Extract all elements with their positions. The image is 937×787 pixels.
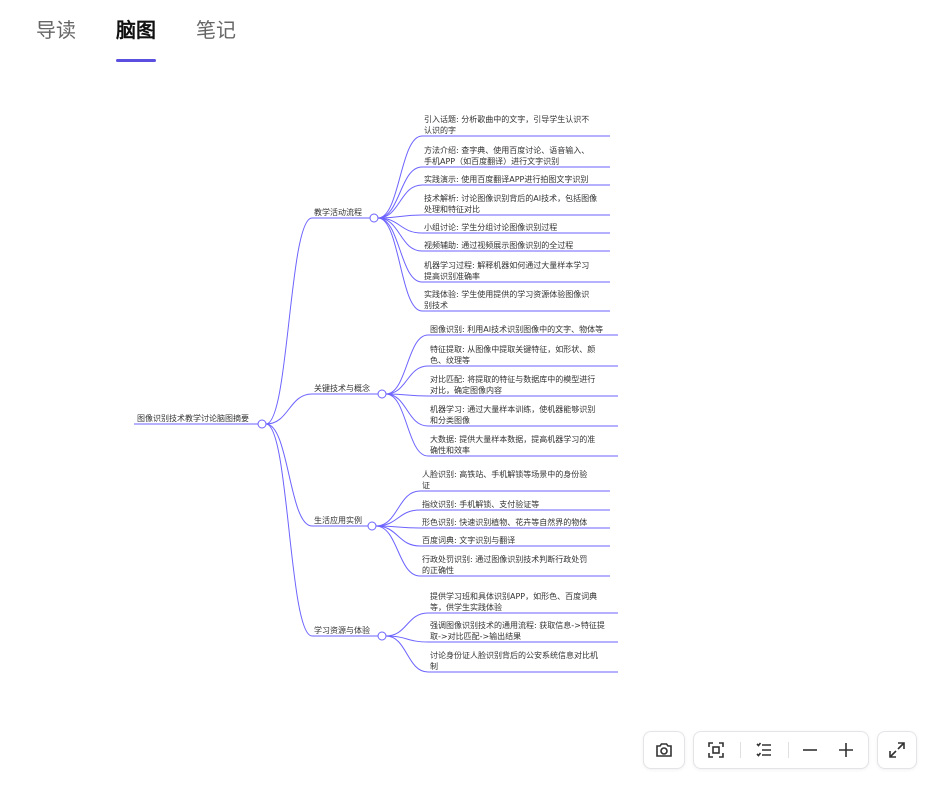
mindmap-branch-node[interactable]: 学习资源与体验 xyxy=(314,625,370,635)
tab-notes[interactable]: 笔记 xyxy=(196,18,236,42)
mindmap-leaf-node[interactable]: 证 xyxy=(422,481,430,490)
mindmap-leaf-node[interactable]: 特征提取: 从图像中提取关键特征，如形状、颜 xyxy=(430,344,595,354)
mindmap-canvas[interactable]: 图像识别技术教学讨论脑图摘要 教学活动流程 引入话题: 分析歌曲中的文字，引导学生认… xyxy=(0,80,937,700)
leaf-edge xyxy=(375,490,421,527)
toolbar-divider xyxy=(740,742,741,758)
leaf-edge xyxy=(377,217,423,312)
mindmap-leaf-node[interactable]: 行政处罚识别: 通过图像识别技术判断行政处罚 xyxy=(422,554,587,564)
zoom-in-icon[interactable] xyxy=(828,732,864,768)
mindmap-leaf-node[interactable]: 实践体验: 学生使用提供的学习资源体验图像识 xyxy=(424,289,589,299)
leaf-edge xyxy=(377,166,423,219)
mindmap-leaf-node[interactable]: 图像识别: 利用AI技术识别图像中的文字、物体等 xyxy=(430,324,603,334)
mindmap-leaf-node[interactable]: 等，供学生实践体验 xyxy=(430,602,502,612)
mindmap-leaf-node[interactable]: 方法介绍: 查字典、使用百度讨论、语音输入、 xyxy=(424,145,589,155)
view-tabs: 导读 脑图 笔记 xyxy=(0,0,937,64)
tab-mindmap[interactable]: 脑图 xyxy=(116,18,156,42)
leaf-edge xyxy=(385,334,429,395)
mindmap-leaf-node[interactable]: 小组讨论: 学生分组讨论图像识别过程 xyxy=(424,222,557,232)
branch-edge xyxy=(265,217,313,425)
mindmap-leaf-node[interactable]: 引入话题: 分析歌曲中的文字，引导学生认识不 xyxy=(424,114,589,124)
mindmap-leaf-node[interactable]: 提高识别准确率 xyxy=(424,271,480,281)
mindmap-branch-node[interactable]: 关键技术与概念 xyxy=(314,383,370,393)
mindmap-leaf-node[interactable]: 的正确性 xyxy=(422,565,454,575)
leaf-edge xyxy=(375,525,421,577)
fullscreen-icon xyxy=(879,732,915,768)
mindmap-leaf-node[interactable]: 制 xyxy=(430,661,438,671)
screenshot-button[interactable] xyxy=(643,731,685,769)
mindmap-branch-node[interactable]: 教学活动流程 xyxy=(314,207,362,217)
mindmap-leaf-node[interactable]: 和分类图像 xyxy=(430,415,470,425)
leaf-edge xyxy=(385,393,429,457)
mindmap-leaf-node[interactable]: 视频辅助: 通过视频展示图像识别的全过程 xyxy=(424,240,573,250)
mindmap-leaf-node[interactable]: 机器学习过程: 解释机器如何通过大量样本学习 xyxy=(424,260,589,270)
mindmap-leaf-node[interactable]: 确性和效率 xyxy=(430,445,470,455)
mindmap-leaf-node[interactable]: 处理和特征对比 xyxy=(424,204,480,214)
mindmap-leaf-node[interactable]: 形色识别: 快速识别植物、花卉等自然界的物体 xyxy=(422,517,587,527)
mindmap-leaf-node[interactable]: 机器学习: 通过大量样本训练，使机器能够识别 xyxy=(430,404,595,414)
mindmap-leaf-node[interactable]: 对比匹配: 将提取的特征与数据库中的模型进行 xyxy=(430,374,595,384)
fullscreen-button[interactable] xyxy=(877,731,917,769)
collapse-toggle[interactable] xyxy=(377,631,387,641)
mindmap-leaf-node[interactable]: 色、纹理等 xyxy=(430,355,470,365)
mindmap-leaf-node[interactable]: 取->对比匹配->输出结果 xyxy=(430,631,521,641)
leaf-edge xyxy=(377,184,423,219)
leaf-edge xyxy=(377,217,423,252)
collapse-toggle[interactable] xyxy=(369,213,379,223)
leaf-edge xyxy=(385,612,429,637)
leaf-edge xyxy=(375,525,421,547)
leaf-edge xyxy=(375,509,421,527)
mindmap-branch-node[interactable]: 生活应用实例 xyxy=(314,515,362,525)
leaf-edge xyxy=(377,135,423,219)
collapse-toggle[interactable] xyxy=(377,389,387,399)
branch-edge xyxy=(265,393,313,425)
mindmap-leaf-node[interactable]: 对比，确定图像内容 xyxy=(430,385,502,395)
leaf-edge xyxy=(385,393,429,397)
branch-edge xyxy=(265,423,313,527)
tab-guide[interactable]: 导读 xyxy=(36,18,76,42)
mindmap-root-node[interactable]: 图像识别技术教学讨论脑图摘要 xyxy=(137,413,249,423)
outline-icon[interactable] xyxy=(746,732,782,768)
mindmap-leaf-node[interactable]: 大数据: 提供大量样本数据，提高机器学习的准 xyxy=(430,434,595,444)
screenshot-icon xyxy=(646,732,682,768)
mindmap-leaf-node[interactable]: 指纹识别: 手机解锁、支付验证等 xyxy=(422,499,539,509)
mindmap-leaf-node[interactable]: 讨论身份证人脸识别背后的公安系统信息对比机 xyxy=(430,650,598,660)
mindmap-leaf-node[interactable]: 别技术 xyxy=(424,300,448,310)
view-controls-group xyxy=(693,731,869,769)
mindmap-leaf-node[interactable]: 手机APP（如百度翻译）进行文字识别 xyxy=(424,156,559,166)
active-tab-indicator xyxy=(116,59,156,62)
mindmap-leaf-node[interactable]: 技术解析: 讨论图像识别背后的AI技术，包括图像 xyxy=(424,193,597,203)
mindmap-leaf-node[interactable]: 强调图像识别技术的通用流程: 获取信息->特征提 xyxy=(430,620,605,630)
collapse-toggle[interactable] xyxy=(257,419,267,429)
leaf-edge xyxy=(385,365,429,395)
branch-edge xyxy=(265,423,313,637)
leaf-edge xyxy=(385,635,429,673)
mindmap-leaf-node[interactable]: 百度词典: 文字识别与翻译 xyxy=(422,535,515,545)
mindmap-leaf-node[interactable]: 实践演示: 使用百度翻译APP进行拍图文字识别 xyxy=(424,174,588,184)
toolbar-divider xyxy=(788,742,789,758)
collapse-toggle[interactable] xyxy=(367,521,377,531)
leaf-edge xyxy=(377,217,423,283)
mindmap-leaf-node[interactable]: 认识的字 xyxy=(424,125,456,135)
zoom-out-icon[interactable] xyxy=(792,732,828,768)
mindmap-leaf-node[interactable]: 提供学习班和具体识别APP，如形色、百度词典 xyxy=(430,591,597,601)
leaf-edge xyxy=(385,393,429,427)
fit-view-icon[interactable] xyxy=(698,732,734,768)
mindmap-leaf-node[interactable]: 人脸识别: 高铁站、手机解锁等场景中的身份验 xyxy=(422,469,587,479)
